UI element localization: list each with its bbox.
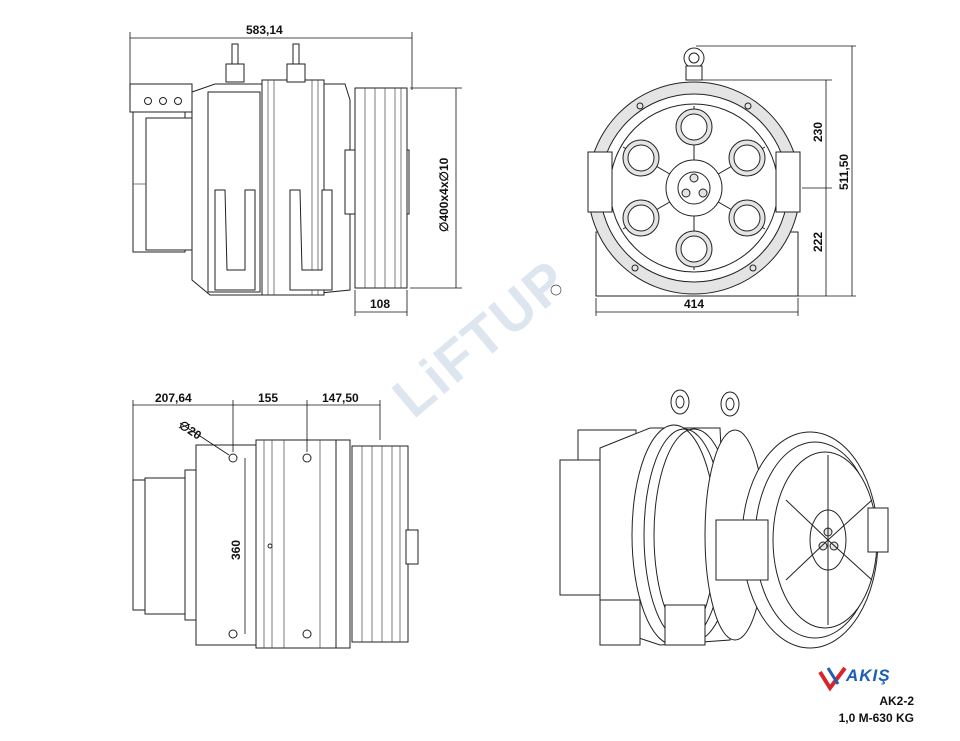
top-view (132, 439, 419, 649)
akis-logo-icon (818, 666, 847, 692)
model-block: AK2-2 1,0 M-630 KG (839, 693, 914, 727)
dim-hole-dia: ∅20 (176, 418, 204, 443)
isometric-view (559, 389, 889, 649)
model-code: AK2-2 (879, 694, 914, 708)
front-dimensions: 583,14 ∅400x4x∅10 108 (129, 23, 462, 316)
dim-total-height: 511,50 (837, 154, 851, 190)
dim-front-width: 583,14 (246, 23, 283, 37)
dim-offset-c: 147,50 (322, 391, 359, 405)
side-view (587, 47, 801, 297)
dim-side-width: 414 (684, 297, 704, 311)
dim-pulley-spec: ∅400x4x∅10 (437, 157, 451, 232)
dim-offset-b: 155 (258, 391, 278, 405)
dim-lower-height: 222 (811, 232, 825, 252)
front-view (129, 43, 410, 296)
dim-offset-a: 207,64 (155, 391, 192, 405)
side-dimensions: 230 511,50 222 414 (595, 45, 856, 316)
registered-mark-icon (550, 284, 562, 296)
eye-bolt-top (683, 47, 705, 69)
brand-logo-text: AKIŞ (846, 666, 891, 685)
traction-pulley (354, 87, 408, 289)
dim-pulley-width: 108 (370, 297, 390, 311)
model-spec: 1,0 M-630 KG (838, 711, 914, 725)
dim-hole-spacing: 360 (229, 540, 243, 560)
dim-upper-height: 230 (811, 122, 825, 142)
